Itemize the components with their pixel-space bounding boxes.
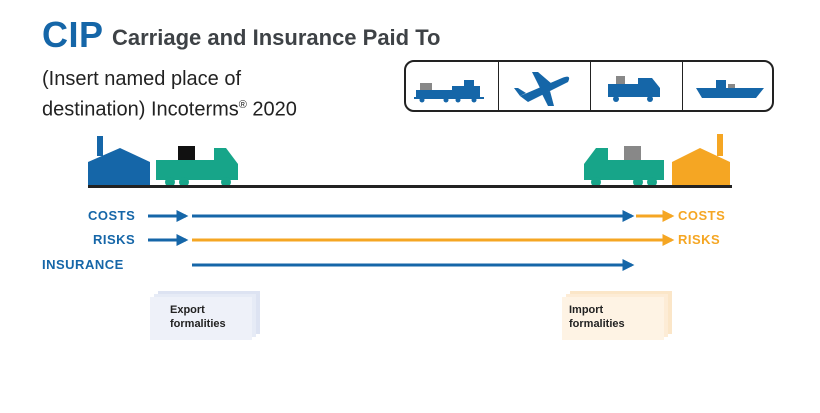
buyer-truck-icon — [584, 146, 664, 187]
incoterm-full-name: Carriage and Insurance Paid To — [112, 25, 441, 50]
risks-buyer-label: RISKS — [678, 232, 721, 247]
costs-seller-label: COSTS — [88, 208, 136, 223]
named-place-text: (Insert named place of destination) Inco… — [42, 66, 297, 123]
mode-air — [498, 62, 590, 110]
insurance-label: INSURANCE — [42, 257, 124, 272]
ground-line — [88, 185, 732, 188]
buyer-factory-icon — [672, 134, 730, 186]
registered-mark: ® — [238, 99, 247, 111]
costs-buyer-label: COSTS — [678, 208, 726, 223]
named-place-line-2: destination) Incoterms® 2020 — [42, 98, 297, 121]
truck-icon — [608, 76, 660, 102]
mode-divider — [498, 62, 499, 110]
mode-divider — [590, 62, 591, 110]
mode-road — [590, 62, 682, 110]
transport-modes-panel — [404, 60, 774, 112]
ship-icon — [696, 80, 764, 98]
incoterm-abbreviation: CIP — [42, 14, 104, 55]
risks-seller-label: RISKS — [93, 232, 136, 247]
mode-rail — [406, 62, 498, 110]
seller-truck-icon — [156, 146, 238, 187]
mode-sea — [682, 62, 774, 110]
export-formalities-label: Export formalities — [170, 304, 226, 330]
mode-divider — [682, 62, 683, 110]
export-documents-icon — [150, 291, 260, 340]
seller-factory-icon — [88, 136, 150, 186]
train-icon — [414, 80, 484, 103]
airplane-icon — [514, 72, 570, 106]
named-place-line-1: (Insert named place of — [42, 68, 241, 90]
import-formalities-label: Import formalities — [569, 304, 625, 330]
import-documents-icon — [562, 291, 672, 340]
